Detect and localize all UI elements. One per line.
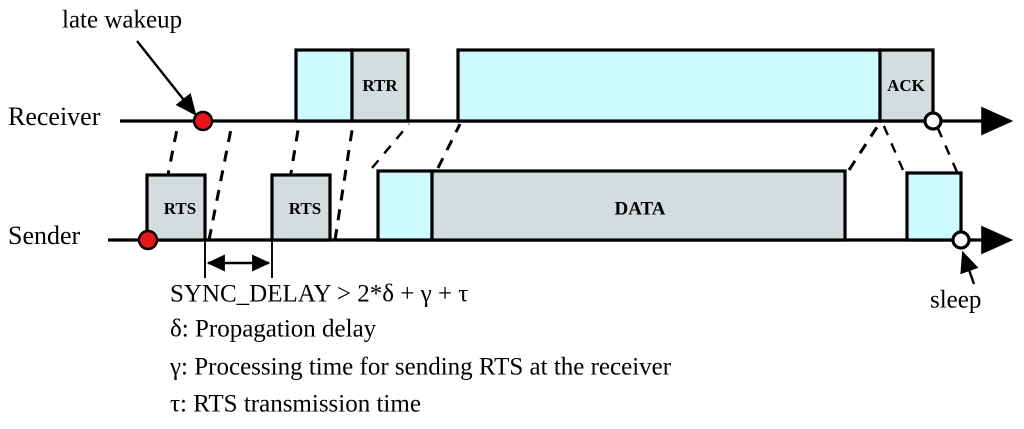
sender-label: Sender xyxy=(8,221,81,250)
ack-packet-label: ACK xyxy=(887,76,926,95)
rtr-packet-cyan-segment xyxy=(294,48,354,123)
legend-tau: τ: RTS transmission time xyxy=(170,391,421,418)
legend-block: SYNC_DELAY > 2*δ + γ + τ δ: Propagation … xyxy=(169,281,672,418)
rts-packet-1[interactable]: RTS xyxy=(145,173,207,242)
prop-rts1-end xyxy=(207,123,234,241)
late-wakeup-label: late wakeup xyxy=(62,7,182,34)
timeline-markers xyxy=(137,110,971,251)
rts-packet-2[interactable]: RTS xyxy=(270,173,332,242)
sleep-label: sleep xyxy=(930,287,981,314)
ack-receive-packet[interactable] xyxy=(905,171,963,242)
rtr-packet[interactable]: RTR xyxy=(294,48,410,123)
legend-delta: δ: Propagation delay xyxy=(170,316,377,343)
sleep-arrow xyxy=(960,250,979,285)
propagation-dashed-lines xyxy=(153,123,959,241)
sender-sleep-circle xyxy=(951,230,971,250)
prop-data-start xyxy=(436,123,462,169)
rts-packet-2-body xyxy=(270,173,332,242)
legend-sync-delay: SYNC_DELAY > 2*δ + γ + τ xyxy=(170,281,468,308)
data-packet[interactable]: DATA xyxy=(376,169,847,242)
receive-data-cyan-segment xyxy=(456,48,882,123)
receiver-packets: RTR ACK xyxy=(294,48,935,123)
rts-packet-1-body xyxy=(145,173,207,242)
prop-ack-end xyxy=(934,123,959,173)
ack-receive-packet-body xyxy=(905,171,963,242)
prop-ack-start xyxy=(881,123,905,171)
data-packet-label: DATA xyxy=(614,198,665,219)
receiver-sleep-circle xyxy=(923,111,943,131)
data-packet-grey-segment xyxy=(430,169,847,242)
legend-gamma: γ: Processing time for sending RTS at th… xyxy=(169,354,672,381)
sender-packets: RTS RTS DATA xyxy=(145,169,963,242)
rts-packet-1-label: RTS xyxy=(164,199,196,218)
sleep-annotation: sleep xyxy=(930,250,981,314)
receiver-label: Receiver xyxy=(8,102,101,131)
rtr-packet-label: RTR xyxy=(362,76,398,95)
prop-rtr-start xyxy=(333,123,355,241)
late-wakeup-dot xyxy=(192,110,214,132)
ack-packet-grey-segment xyxy=(878,48,935,123)
receive-data-packet[interactable]: ACK xyxy=(456,48,935,123)
late-wakeup-arrow xyxy=(136,40,197,116)
prop-rtr-end xyxy=(371,123,410,169)
sender-start-dot xyxy=(137,229,159,251)
prop-data-end xyxy=(847,123,881,171)
data-packet-cyan-segment xyxy=(376,169,434,242)
role-labels: Receiver Sender xyxy=(8,102,101,250)
sync-delay-measurement xyxy=(204,240,273,278)
late-wakeup-annotation: late wakeup xyxy=(62,7,197,116)
rtr-packet-grey-segment xyxy=(350,48,410,123)
rts-packet-2-label: RTS xyxy=(289,199,321,218)
